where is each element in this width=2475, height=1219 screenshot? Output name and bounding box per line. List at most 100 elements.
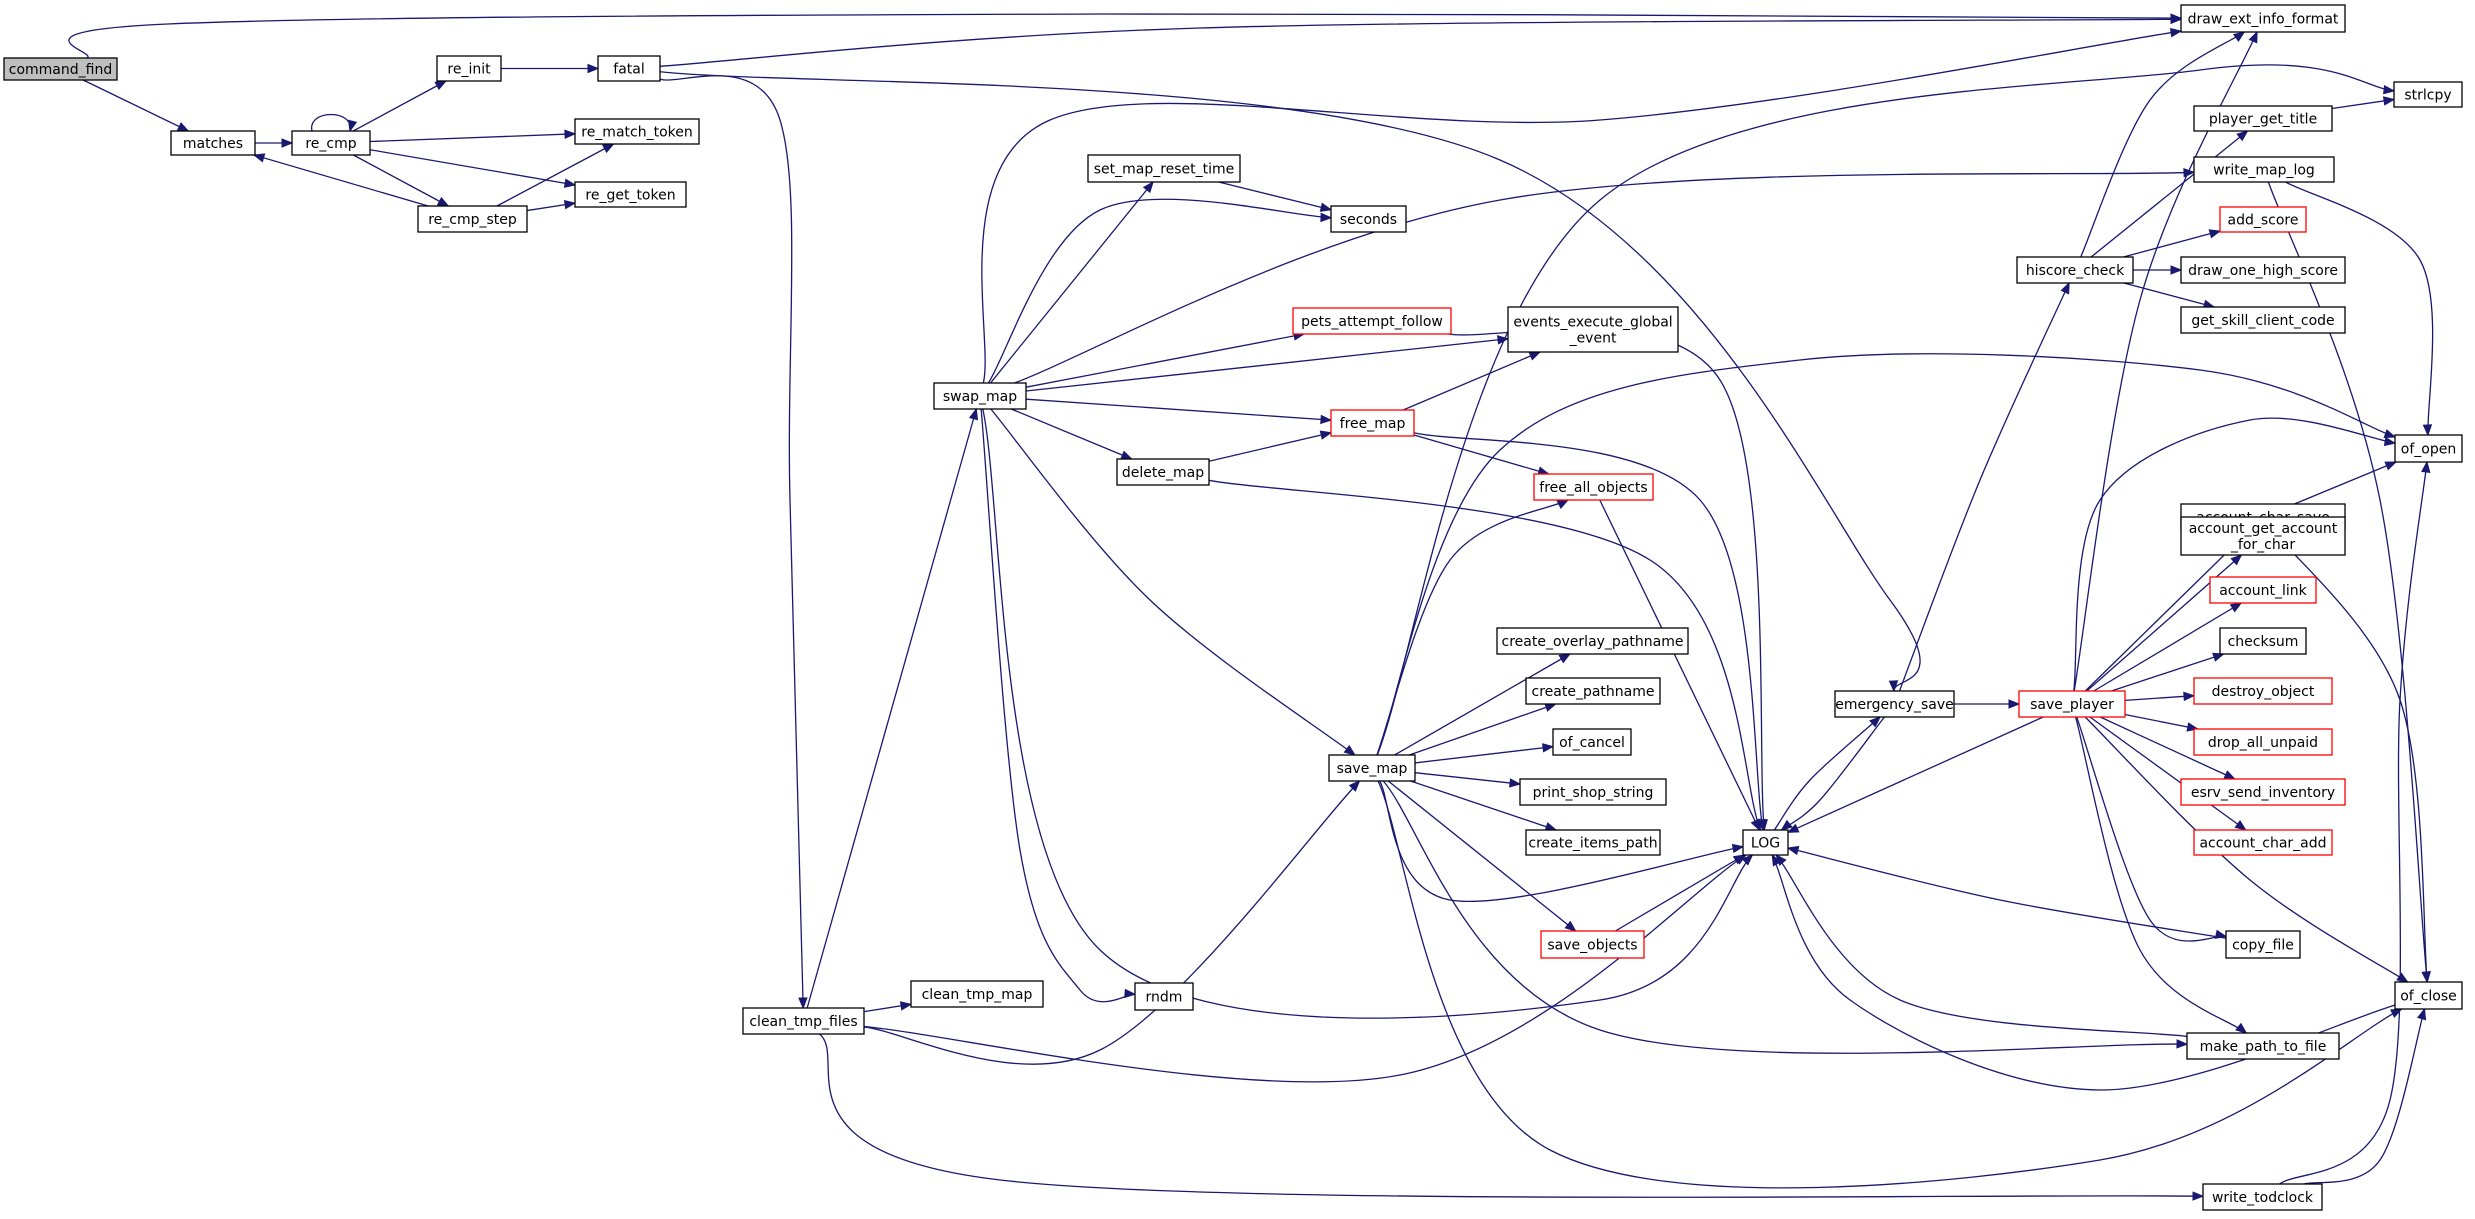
node-strlcpy[interactable]: strlcpy xyxy=(2393,81,2463,108)
edge-line xyxy=(1376,64,2395,756)
node-print-shop-string[interactable]: print_shop_string xyxy=(1519,778,1667,806)
node-account-link[interactable]: account_link xyxy=(2209,576,2317,604)
node-label: of_close xyxy=(2400,989,2457,1005)
node-create-overlay-pathname[interactable]: create_overlay_pathname xyxy=(1496,627,1689,655)
edge-swap_map-to-save_map xyxy=(990,408,1356,756)
node-draw-one-high-score[interactable]: draw_one_high_score xyxy=(2180,256,2346,284)
node-rndm[interactable]: rndm xyxy=(1134,982,1194,1011)
node-label: free_all_objects xyxy=(1539,480,1647,496)
node-command-find[interactable]: command_find xyxy=(3,57,118,81)
node-LOG[interactable]: LOG xyxy=(1742,829,1789,856)
node-account-char-add[interactable]: account_char_add xyxy=(2193,829,2333,856)
node-write-map-log[interactable]: write_map_log xyxy=(2193,156,2335,183)
node-save-objects[interactable]: save_objects xyxy=(1540,930,1645,959)
edge-arrowhead xyxy=(602,143,615,154)
node-clean-tmp-map[interactable]: clean_tmp_map xyxy=(910,980,1044,1008)
node-label: create_items_path xyxy=(1528,836,1657,852)
node-copy-file[interactable]: copy_file xyxy=(2225,930,2301,959)
node-esrv-send-inventory[interactable]: esrv_send_inventory xyxy=(2180,778,2346,806)
edge-make_path_to_file-to-LOG xyxy=(1775,853,2188,1038)
node-seconds[interactable]: seconds xyxy=(1330,205,1407,233)
node-re-cmp[interactable]: re_cmp xyxy=(291,130,371,156)
node-box xyxy=(3,57,118,81)
edge-arrowhead xyxy=(1869,716,1882,728)
edge-line xyxy=(1218,181,1332,211)
edge-swap_map-to-set_map_reset_time xyxy=(990,180,1154,384)
node-hiscore-check[interactable]: hiscore_check xyxy=(2016,256,2134,284)
node-save-map[interactable]: save_map xyxy=(1328,754,1416,782)
edge-matches-to-re_cmp xyxy=(255,138,294,148)
node-of-cancel[interactable]: of_cancel xyxy=(1552,728,1632,756)
node-box xyxy=(2193,728,2333,756)
edge-arrowhead xyxy=(899,1001,913,1011)
edge-line xyxy=(1781,716,1885,831)
edge-arrowhead xyxy=(1542,743,1555,753)
node-box xyxy=(2018,690,2126,718)
node-destroy-object[interactable]: destroy_object xyxy=(2193,677,2333,705)
node-label: account_char_add xyxy=(2199,836,2326,852)
edge-arrowhead xyxy=(2383,436,2397,447)
node-swap-map[interactable]: swap_map xyxy=(933,382,1027,410)
node-free-all-objects[interactable]: free_all_objects xyxy=(1533,473,1654,501)
edge-arrowhead xyxy=(2223,770,2237,780)
edge-delete_map-to-LOG xyxy=(1208,479,1761,832)
edge-command_find-to-matches xyxy=(82,79,190,132)
node-box xyxy=(2180,256,2346,284)
node-fatal[interactable]: fatal xyxy=(597,55,661,82)
node-player-get-title[interactable]: player_get_title xyxy=(2193,105,2333,132)
node-write-todclock[interactable]: write_todclock xyxy=(2202,1183,2323,1211)
node-make-path-to-file[interactable]: make_path_to_file xyxy=(2186,1032,2340,1060)
node-set-map-reset-time[interactable]: set_map_reset_time xyxy=(1087,154,1241,183)
edge-clean_tmp_files-to-LOG xyxy=(863,854,1747,1083)
node-box xyxy=(933,382,1027,410)
node-matches[interactable]: matches xyxy=(170,130,256,156)
edge-line xyxy=(369,149,576,186)
node-events-execute-global-event[interactable]: events_execute_global_event xyxy=(1507,306,1679,353)
edge-hiscore_check-to-draw_ext_info_format xyxy=(2080,31,2246,258)
edge-arrowhead xyxy=(1142,180,1154,194)
node-pets-attempt-follow[interactable]: pets_attempt_follow xyxy=(1292,307,1452,335)
node-checksum[interactable]: checksum xyxy=(2219,627,2307,655)
edge-account_char_save-to-of_open xyxy=(2294,461,2398,505)
node-of-open[interactable]: of_open xyxy=(2394,434,2463,463)
edge-line xyxy=(1402,351,1541,411)
node-label: drop_all_unpaid xyxy=(2208,735,2318,751)
node-draw-ext-info-format[interactable]: draw_ext_info_format xyxy=(2180,4,2346,33)
node-of-close[interactable]: of_close xyxy=(2394,981,2463,1010)
node-box xyxy=(2180,516,2346,556)
node-account-get-account-for-char[interactable]: account_get_account_for_char xyxy=(2180,516,2346,556)
edge-line xyxy=(1414,772,1521,785)
edge-save_map-to-save_objects xyxy=(1387,780,1577,932)
edge-line xyxy=(352,80,447,132)
edge-save_map-to-of_open xyxy=(1376,353,2397,756)
edge-line xyxy=(2080,31,2245,258)
node-clean-tmp-files[interactable]: clean_tmp_files xyxy=(742,1007,865,1035)
edge-line xyxy=(1025,338,1509,392)
edge-line xyxy=(1410,780,1557,831)
edge-arrowhead xyxy=(1320,212,1333,223)
node-box xyxy=(417,205,528,233)
node-save-player[interactable]: save_player xyxy=(2018,690,2126,718)
edge-arrowhead xyxy=(1509,778,1522,788)
edge-save_objects-to-LOG xyxy=(1615,854,1746,932)
edge-arrowhead xyxy=(2008,699,2021,709)
node-delete-map[interactable]: delete_map xyxy=(1116,458,1210,486)
edge-line xyxy=(2124,695,2195,702)
node-add-score[interactable]: add_score xyxy=(2219,206,2307,233)
node-emergency-save[interactable]: emergency_save xyxy=(1834,690,1955,718)
edge-set_map_reset_time-to-seconds xyxy=(1218,181,1333,212)
edge-line xyxy=(1025,333,1305,388)
edge-arrowhead xyxy=(1786,845,1800,856)
node-free-map[interactable]: free_map xyxy=(1330,409,1415,437)
node-box xyxy=(1116,458,1210,486)
node-create-items-path[interactable]: create_items_path xyxy=(1525,829,1661,856)
node-drop-all-unpaid[interactable]: drop_all_unpaid xyxy=(2193,728,2333,756)
node-get-skill-client-code[interactable]: get_skill_client_code xyxy=(2180,306,2346,334)
node-label: clean_tmp_files xyxy=(749,1014,857,1030)
node-re-get-token[interactable]: re_get_token xyxy=(574,181,687,208)
node-create-pathname[interactable]: create_pathname xyxy=(1525,677,1661,705)
node-re-cmp-step[interactable]: re_cmp_step xyxy=(417,205,528,233)
node-re-init[interactable]: re_init xyxy=(436,55,502,82)
node-re-match-token[interactable]: re_match_token xyxy=(574,118,700,145)
